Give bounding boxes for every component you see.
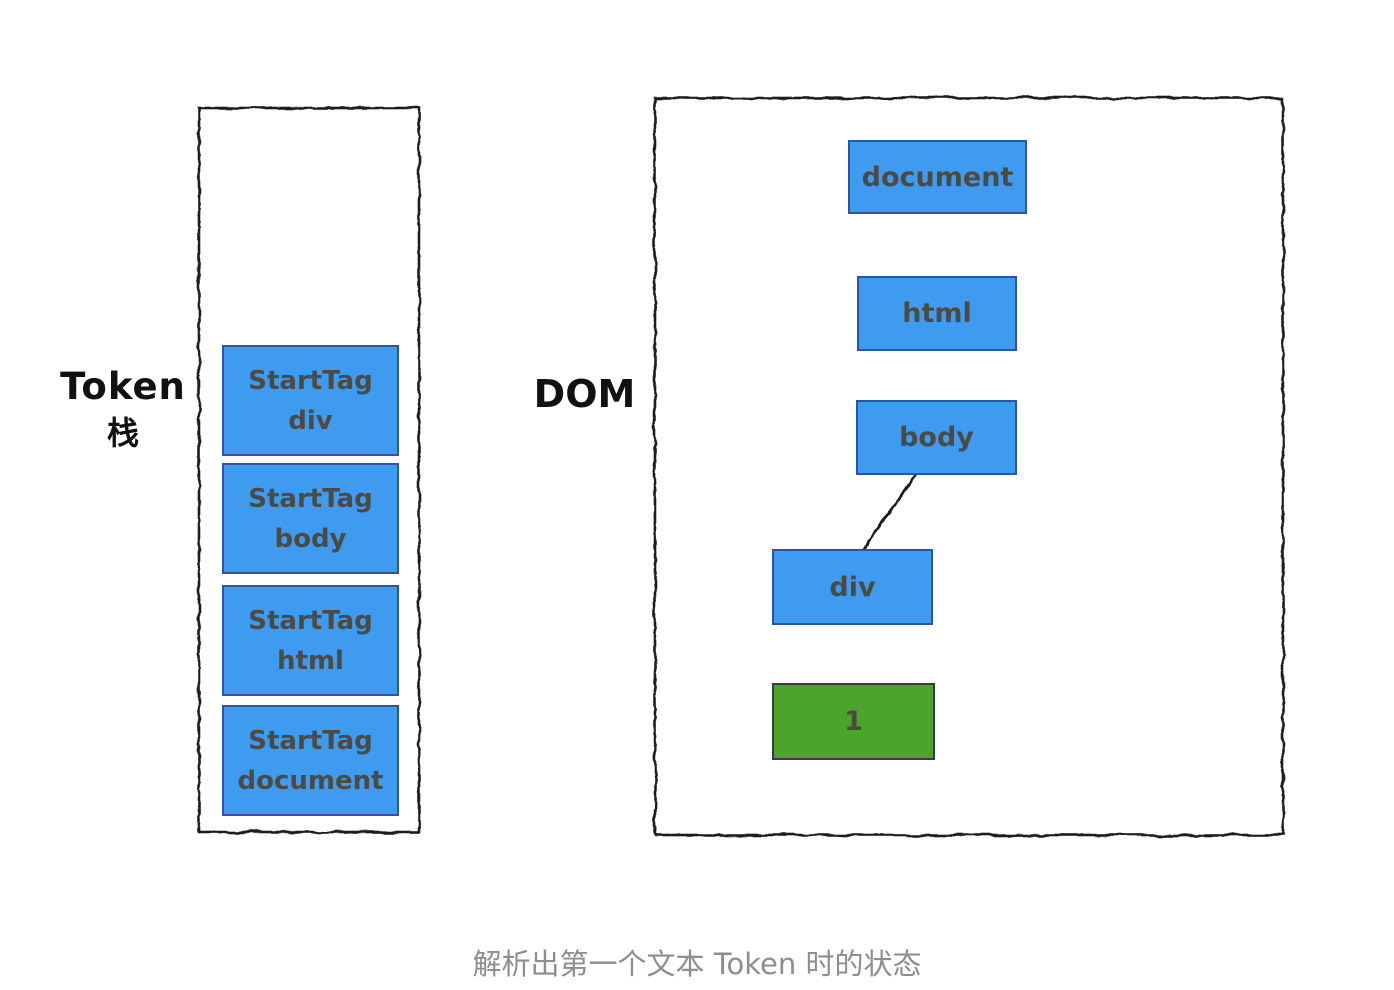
stack-item-starttag-html: StartTag html (222, 585, 399, 696)
stack-item-line1: StartTag (248, 605, 373, 636)
dom-node-text-1: 1 (772, 683, 935, 760)
caption: 解析出第一个文本 Token 时的状态 (472, 947, 922, 981)
stack-item-line2: body (274, 523, 347, 554)
dom-node-div: div (772, 549, 933, 625)
stack-item-line2: div (288, 405, 333, 436)
token-stack-label-en: Token (60, 365, 186, 408)
stack-item-line1: StartTag (248, 483, 373, 514)
stack-item-line2: html (277, 645, 344, 676)
token-stack-label: Token 栈 (56, 364, 190, 456)
dom-label: DOM (533, 372, 636, 416)
dom-node-html: html (857, 276, 1017, 351)
stack-item-line1: StartTag (248, 725, 373, 756)
dom-container-border (653, 96, 1285, 837)
token-stack-label-zh: 栈 (106, 414, 139, 452)
dom-node-document: document (848, 140, 1027, 214)
dom-node-body: body (856, 400, 1017, 475)
stack-item-line1: StartTag (248, 365, 373, 396)
stack-item-starttag-body: StartTag body (222, 463, 399, 574)
stack-item-starttag-div: StartTag div (222, 345, 399, 456)
token-stack-container-border (197, 106, 421, 834)
stack-item-line2: document (237, 765, 384, 796)
edge-body-div (861, 473, 918, 552)
stack-item-starttag-document: StartTag document (222, 705, 399, 816)
